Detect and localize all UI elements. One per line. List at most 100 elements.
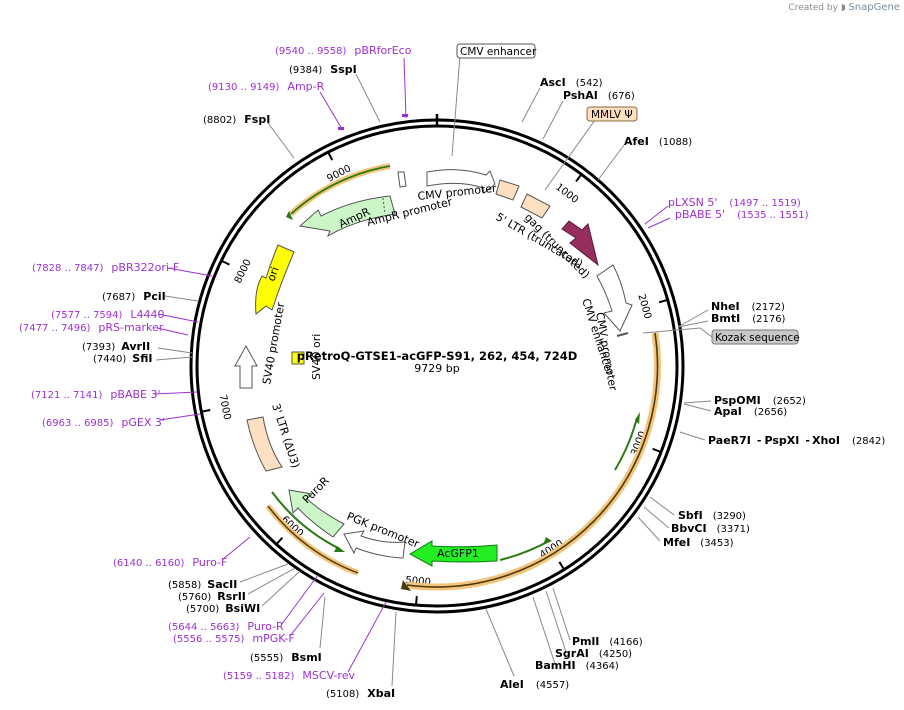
primer-puro-f[interactable]: (6140 .. 6160)Puro-F bbox=[113, 556, 227, 569]
ruler-label-8000: 8000 bbox=[233, 258, 254, 286]
label-puror: PuroR bbox=[300, 474, 332, 506]
box-mmlv[interactable] bbox=[586, 106, 638, 122]
orf-arrowhead-main bbox=[401, 580, 411, 591]
orf-line-ampr bbox=[290, 165, 391, 215]
credit-brand: SnapGene bbox=[848, 2, 900, 13]
site-mfei[interactable]: MfeI(3453) bbox=[663, 536, 734, 549]
orf-green-puro-head bbox=[334, 546, 345, 552]
primer-pgex3[interactable]: (6963 .. 6985)pGEX 3' bbox=[42, 416, 165, 429]
feature-3ltr[interactable] bbox=[246, 416, 283, 472]
leader-cmv-enhancer bbox=[451, 55, 461, 157]
feature-cmv-enhancer-right[interactable] bbox=[596, 264, 633, 332]
feature-graphics bbox=[234, 163, 661, 591]
site-asci[interactable]: AscI(542) bbox=[540, 76, 603, 89]
ruler-tick-4000 bbox=[558, 561, 565, 570]
site-fspi[interactable]: (8802)FspI bbox=[203, 113, 270, 126]
primer-amp-r[interactable]: (9130 .. 9149)Amp-R bbox=[208, 80, 325, 93]
leader-mmlv bbox=[544, 119, 596, 191]
site-paer7i-pspxi-xhoi[interactable]: PaeR7I-PspXI-XhoI(2842) bbox=[708, 434, 885, 447]
primer-l4440[interactable]: (7577 .. 7594)L4440 bbox=[51, 308, 165, 321]
orf-green-1-head bbox=[635, 412, 640, 424]
feature-puror[interactable] bbox=[288, 489, 345, 538]
site-bmti[interactable]: BmtI(2176) bbox=[711, 312, 786, 325]
primer-puro-r[interactable]: (5644 .. 5663)Puro-R bbox=[168, 620, 284, 633]
feature-acgfp1[interactable] bbox=[408, 540, 498, 567]
ruler-tick-2000 bbox=[658, 299, 668, 304]
feature-5ltr-box-2[interactable] bbox=[520, 193, 551, 219]
feature-ampr-dotted bbox=[382, 197, 386, 215]
site-sbfi[interactable]: SbfI(3290) bbox=[678, 509, 746, 522]
ruler-tick-1000 bbox=[575, 174, 582, 183]
site-sspi[interactable]: (9384)SspI bbox=[289, 63, 357, 76]
site-sacii[interactable]: (5858)SacII bbox=[168, 578, 237, 591]
site-pcii[interactable]: (7687)PciI bbox=[102, 290, 166, 303]
site-alei[interactable]: AleI(4557) bbox=[500, 678, 569, 691]
primer-mpgk-f[interactable]: (5556 .. 5575)mPGK-F bbox=[173, 632, 295, 645]
credit-prefix: Created by bbox=[788, 3, 838, 13]
feature-kozak-marker bbox=[616, 332, 629, 337]
primer-plxsn5[interactable]: pLXSN 5'(1497 .. 1519) bbox=[668, 196, 801, 209]
site-bbvci[interactable]: BbvCI(3371) bbox=[671, 522, 750, 535]
feature-gag-truncated[interactable] bbox=[561, 220, 599, 267]
ruler-tick-6000 bbox=[276, 536, 284, 545]
feature-ori[interactable] bbox=[255, 244, 295, 315]
site-pmli[interactable]: PmlI(4166) bbox=[572, 635, 643, 648]
site-afei[interactable]: AfeI(1088) bbox=[624, 135, 692, 148]
ruler-tick-5000 bbox=[415, 596, 418, 605]
orf-line-main bbox=[406, 332, 659, 588]
site-apai[interactable]: ApaI(2656) bbox=[714, 405, 787, 418]
boxed-labels: CMV enhancer MMLV Ψ Kozak sequence bbox=[451, 43, 800, 345]
label-sv40-promoter: SV40 promoter bbox=[260, 301, 287, 386]
leader-kozak bbox=[642, 327, 713, 338]
feature-ampr[interactable] bbox=[298, 195, 396, 238]
feature-sv40-ori[interactable] bbox=[291, 351, 305, 365]
feature-5ltr-box-1[interactable] bbox=[495, 179, 520, 201]
site-nhei[interactable]: NheI(2172) bbox=[711, 300, 785, 313]
ruler-tick-7000 bbox=[202, 409, 211, 413]
site-pshai[interactable]: PshAI(676) bbox=[563, 89, 635, 102]
restriction-sites: AscI(542) PshAI(676) AfeI(1088) NheI(217… bbox=[82, 63, 885, 700]
feature-cmv-promoter-top[interactable] bbox=[426, 169, 496, 194]
box-cmv-enhancer-text: CMV enhancer bbox=[460, 46, 537, 58]
orf-green-2-head bbox=[543, 537, 552, 545]
ruler-tick-3000 bbox=[652, 447, 661, 453]
feature-ampr-promoter[interactable] bbox=[397, 171, 407, 188]
primer-pbrforeco[interactable]: (9540 .. 9558)pBRforEco bbox=[275, 44, 412, 57]
label-acgfp1: AcGFP1 bbox=[437, 547, 479, 560]
primers: (9540 .. 9558)pBRforEco (9130 .. 9149)Am… bbox=[19, 44, 809, 682]
primer-prs-marker[interactable]: (7477 .. 7496)pRS-marker bbox=[19, 321, 164, 334]
box-mmlv-text: MMLV Ψ bbox=[591, 109, 633, 121]
ruler-label-2000: 2000 bbox=[635, 293, 653, 320]
ruler-label-7000: 7000 bbox=[217, 394, 233, 421]
site-avrii[interactable]: (7393)AvrII bbox=[82, 340, 150, 353]
box-kozak-text: Kozak sequence bbox=[715, 332, 800, 344]
box-kozak[interactable] bbox=[711, 329, 799, 345]
primer-mscv-rev[interactable]: (5159 .. 5182)MSCV-rev bbox=[223, 669, 355, 682]
primer-pbr322ori-f[interactable]: (7828 .. 7847)pBR322ori-F bbox=[32, 261, 179, 274]
orf-green-puro bbox=[271, 491, 341, 550]
feature-pgk-promoter[interactable] bbox=[343, 530, 406, 559]
site-bsiwi[interactable]: (5700)BsiWI bbox=[186, 602, 260, 615]
label-sv40-ori: SV40 ori bbox=[310, 334, 323, 380]
site-pspomi[interactable]: PspOMI(2652) bbox=[714, 394, 806, 407]
ruler-tick-9000 bbox=[327, 152, 334, 161]
snapgene-logo-icon: ◗ bbox=[840, 3, 846, 13]
orf-line-puro bbox=[267, 505, 359, 574]
site-rsrii[interactable]: (5760)RsrII bbox=[178, 590, 246, 603]
site-bamhi[interactable]: BamHI(4364) bbox=[535, 659, 619, 672]
primer-pbabe5[interactable]: pBABE 5'(1535 .. 1551) bbox=[675, 208, 809, 221]
site-sgrai[interactable]: SgrAI(4250) bbox=[555, 647, 632, 660]
orf-ampr-head bbox=[286, 211, 293, 220]
box-cmv-enhancer[interactable] bbox=[456, 43, 536, 59]
snapgene-credit: Created by ◗ SnapGene bbox=[788, 2, 900, 13]
site-bsmi[interactable]: (5555)BsmI bbox=[250, 651, 322, 664]
plasmid-length: 9729 bp bbox=[414, 362, 459, 375]
feature-sv40-promoter[interactable] bbox=[234, 344, 258, 389]
primer-pbabe3[interactable]: (7121 .. 7141)pBABE 3' bbox=[31, 388, 161, 401]
ruler-label-1000: 1000 bbox=[553, 182, 580, 206]
site-sfii[interactable]: (7440)SfiI bbox=[93, 352, 152, 365]
plasmid-name: pRetroQ-GTSE1-acGFP-S91, 262, 454, 724D bbox=[297, 349, 578, 363]
site-xbai[interactable]: (5108)XbaI bbox=[326, 687, 395, 700]
label-ori: ori bbox=[265, 265, 282, 283]
